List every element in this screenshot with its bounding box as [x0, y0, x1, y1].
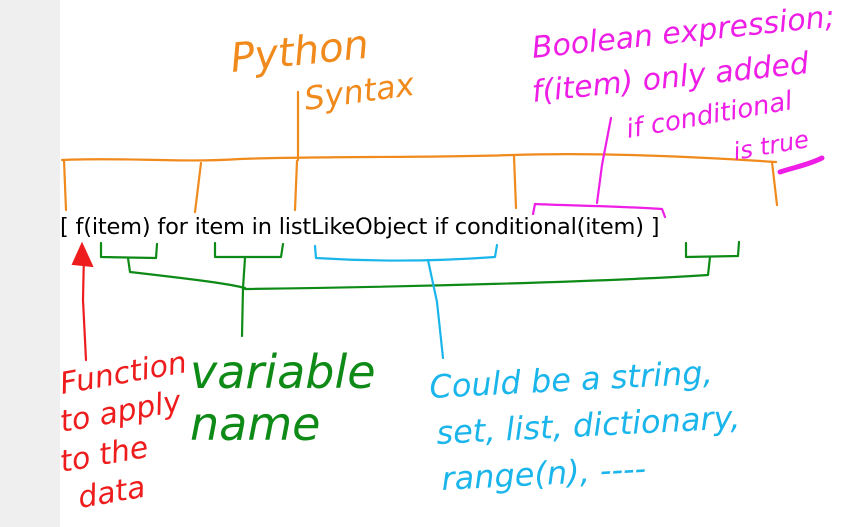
- syntax-tick-1: [62, 158, 68, 212]
- iterable-bracket: [313, 243, 499, 262]
- variable-connector-1: [126, 256, 247, 290]
- variable-connector-3: [243, 255, 712, 291]
- syntax-tick-5: [770, 160, 779, 207]
- function-arrow-head: [71, 241, 94, 268]
- list-comprehension-code: [ f(item) for item in listLikeObject if …: [60, 214, 660, 240]
- variable-stem: [240, 286, 245, 338]
- python-syntax-bracket: [60, 153, 778, 164]
- boolean-annotation: [531, 116, 667, 219]
- function-arrow-line: [81, 250, 88, 362]
- boolean-label-4: is true: [731, 125, 811, 166]
- iterable-label-2: set, list, dictionary,: [435, 398, 741, 452]
- boolean-bracket: [531, 202, 667, 219]
- boolean-pointer: [595, 116, 613, 205]
- boolean-highlight-mark: [777, 155, 825, 175]
- function-label-4: data: [75, 470, 148, 516]
- left-gutter: [0, 0, 60, 527]
- syntax-tick-2: [193, 161, 203, 214]
- syntax-tick-4: [512, 154, 518, 210]
- variable-bracket-item-2: [213, 241, 285, 259]
- iterable-stem: [426, 258, 445, 360]
- syntax-tick-3: [293, 159, 299, 212]
- python-syntax-annotation: [60, 90, 779, 214]
- iterable-label-1: Could be a string,: [428, 353, 713, 406]
- iterable-annotation: [313, 243, 499, 360]
- variable-label-2: name: [190, 397, 320, 451]
- function-annotation: [81, 250, 88, 362]
- variable-connector-2: [241, 256, 247, 290]
- variable-bracket-item-1: [99, 241, 159, 260]
- variable-bracket-item-3: [684, 240, 741, 259]
- iterable-label-3: range(n), ----: [440, 449, 647, 498]
- variable-annotation: [99, 240, 741, 338]
- variable-label-1: variable: [190, 345, 376, 399]
